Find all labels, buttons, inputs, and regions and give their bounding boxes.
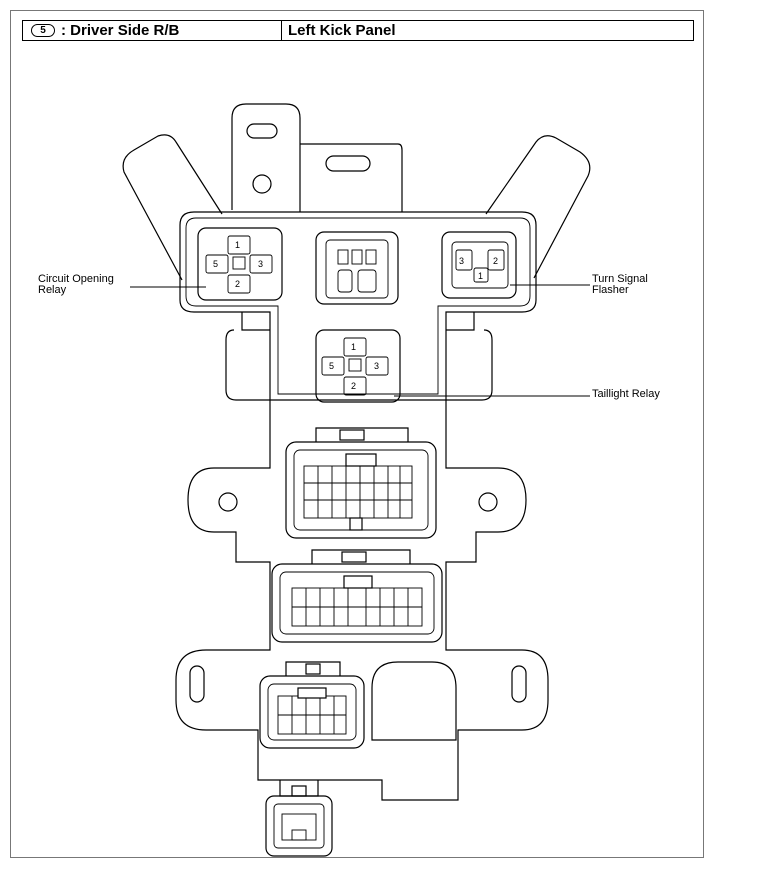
circuit-opening-relay-label: Circuit Opening Relay bbox=[38, 273, 114, 296]
circuit-opening-relay-socket: 1 5 3 2 bbox=[197, 227, 283, 301]
right-wing bbox=[485, 135, 591, 279]
middle-connector bbox=[271, 549, 443, 643]
taillight-relay-label: Taillight Relay bbox=[592, 388, 660, 400]
location-code-title: : Driver Side R/B bbox=[61, 22, 180, 39]
top-mounting-tab bbox=[231, 103, 301, 212]
cor-pin-2: 2 bbox=[235, 279, 240, 289]
tsf-pin-2: 2 bbox=[493, 256, 498, 266]
tr-pin-3: 3 bbox=[374, 361, 379, 371]
turn-signal-flasher-socket: 3 2 1 bbox=[441, 231, 517, 299]
tsf-pin-3: 3 bbox=[459, 256, 464, 266]
lower-connector-cavities bbox=[277, 687, 347, 735]
upper-connector bbox=[285, 427, 437, 539]
tr-pin-2: 2 bbox=[351, 381, 356, 391]
top-bracket bbox=[300, 143, 403, 212]
turn-signal-flasher-label: Turn Signal Flasher bbox=[592, 273, 648, 296]
upper-relay-housing bbox=[179, 211, 537, 401]
tsf-pin-1: 1 bbox=[478, 271, 483, 281]
main-body bbox=[175, 400, 549, 801]
bottom-connector bbox=[265, 780, 333, 857]
leader-lines bbox=[130, 284, 590, 397]
left-wing bbox=[122, 134, 223, 281]
middle-connector-cavities bbox=[291, 575, 423, 627]
cor-pin-1: 1 bbox=[235, 240, 240, 250]
location-cell: Left Kick Panel bbox=[282, 21, 693, 40]
title-bar: 5 : Driver Side R/B Left Kick Panel bbox=[22, 20, 694, 41]
upper-connector-cavities bbox=[303, 453, 413, 531]
location-badge: 5 bbox=[31, 24, 55, 37]
cor-pin-5: 5 bbox=[213, 259, 218, 269]
tr-pin-5: 5 bbox=[329, 361, 334, 371]
location-title: Left Kick Panel bbox=[288, 22, 396, 39]
tr-pin-1: 1 bbox=[351, 342, 356, 352]
center-relay-socket bbox=[315, 231, 399, 305]
lower-connector bbox=[259, 661, 365, 749]
taillight-relay-socket: 1 5 3 2 bbox=[315, 329, 401, 403]
page-frame bbox=[10, 10, 704, 858]
location-code-cell: 5 : Driver Side R/B bbox=[23, 21, 282, 40]
cor-pin-3: 3 bbox=[258, 259, 263, 269]
blank-cover bbox=[371, 661, 457, 741]
